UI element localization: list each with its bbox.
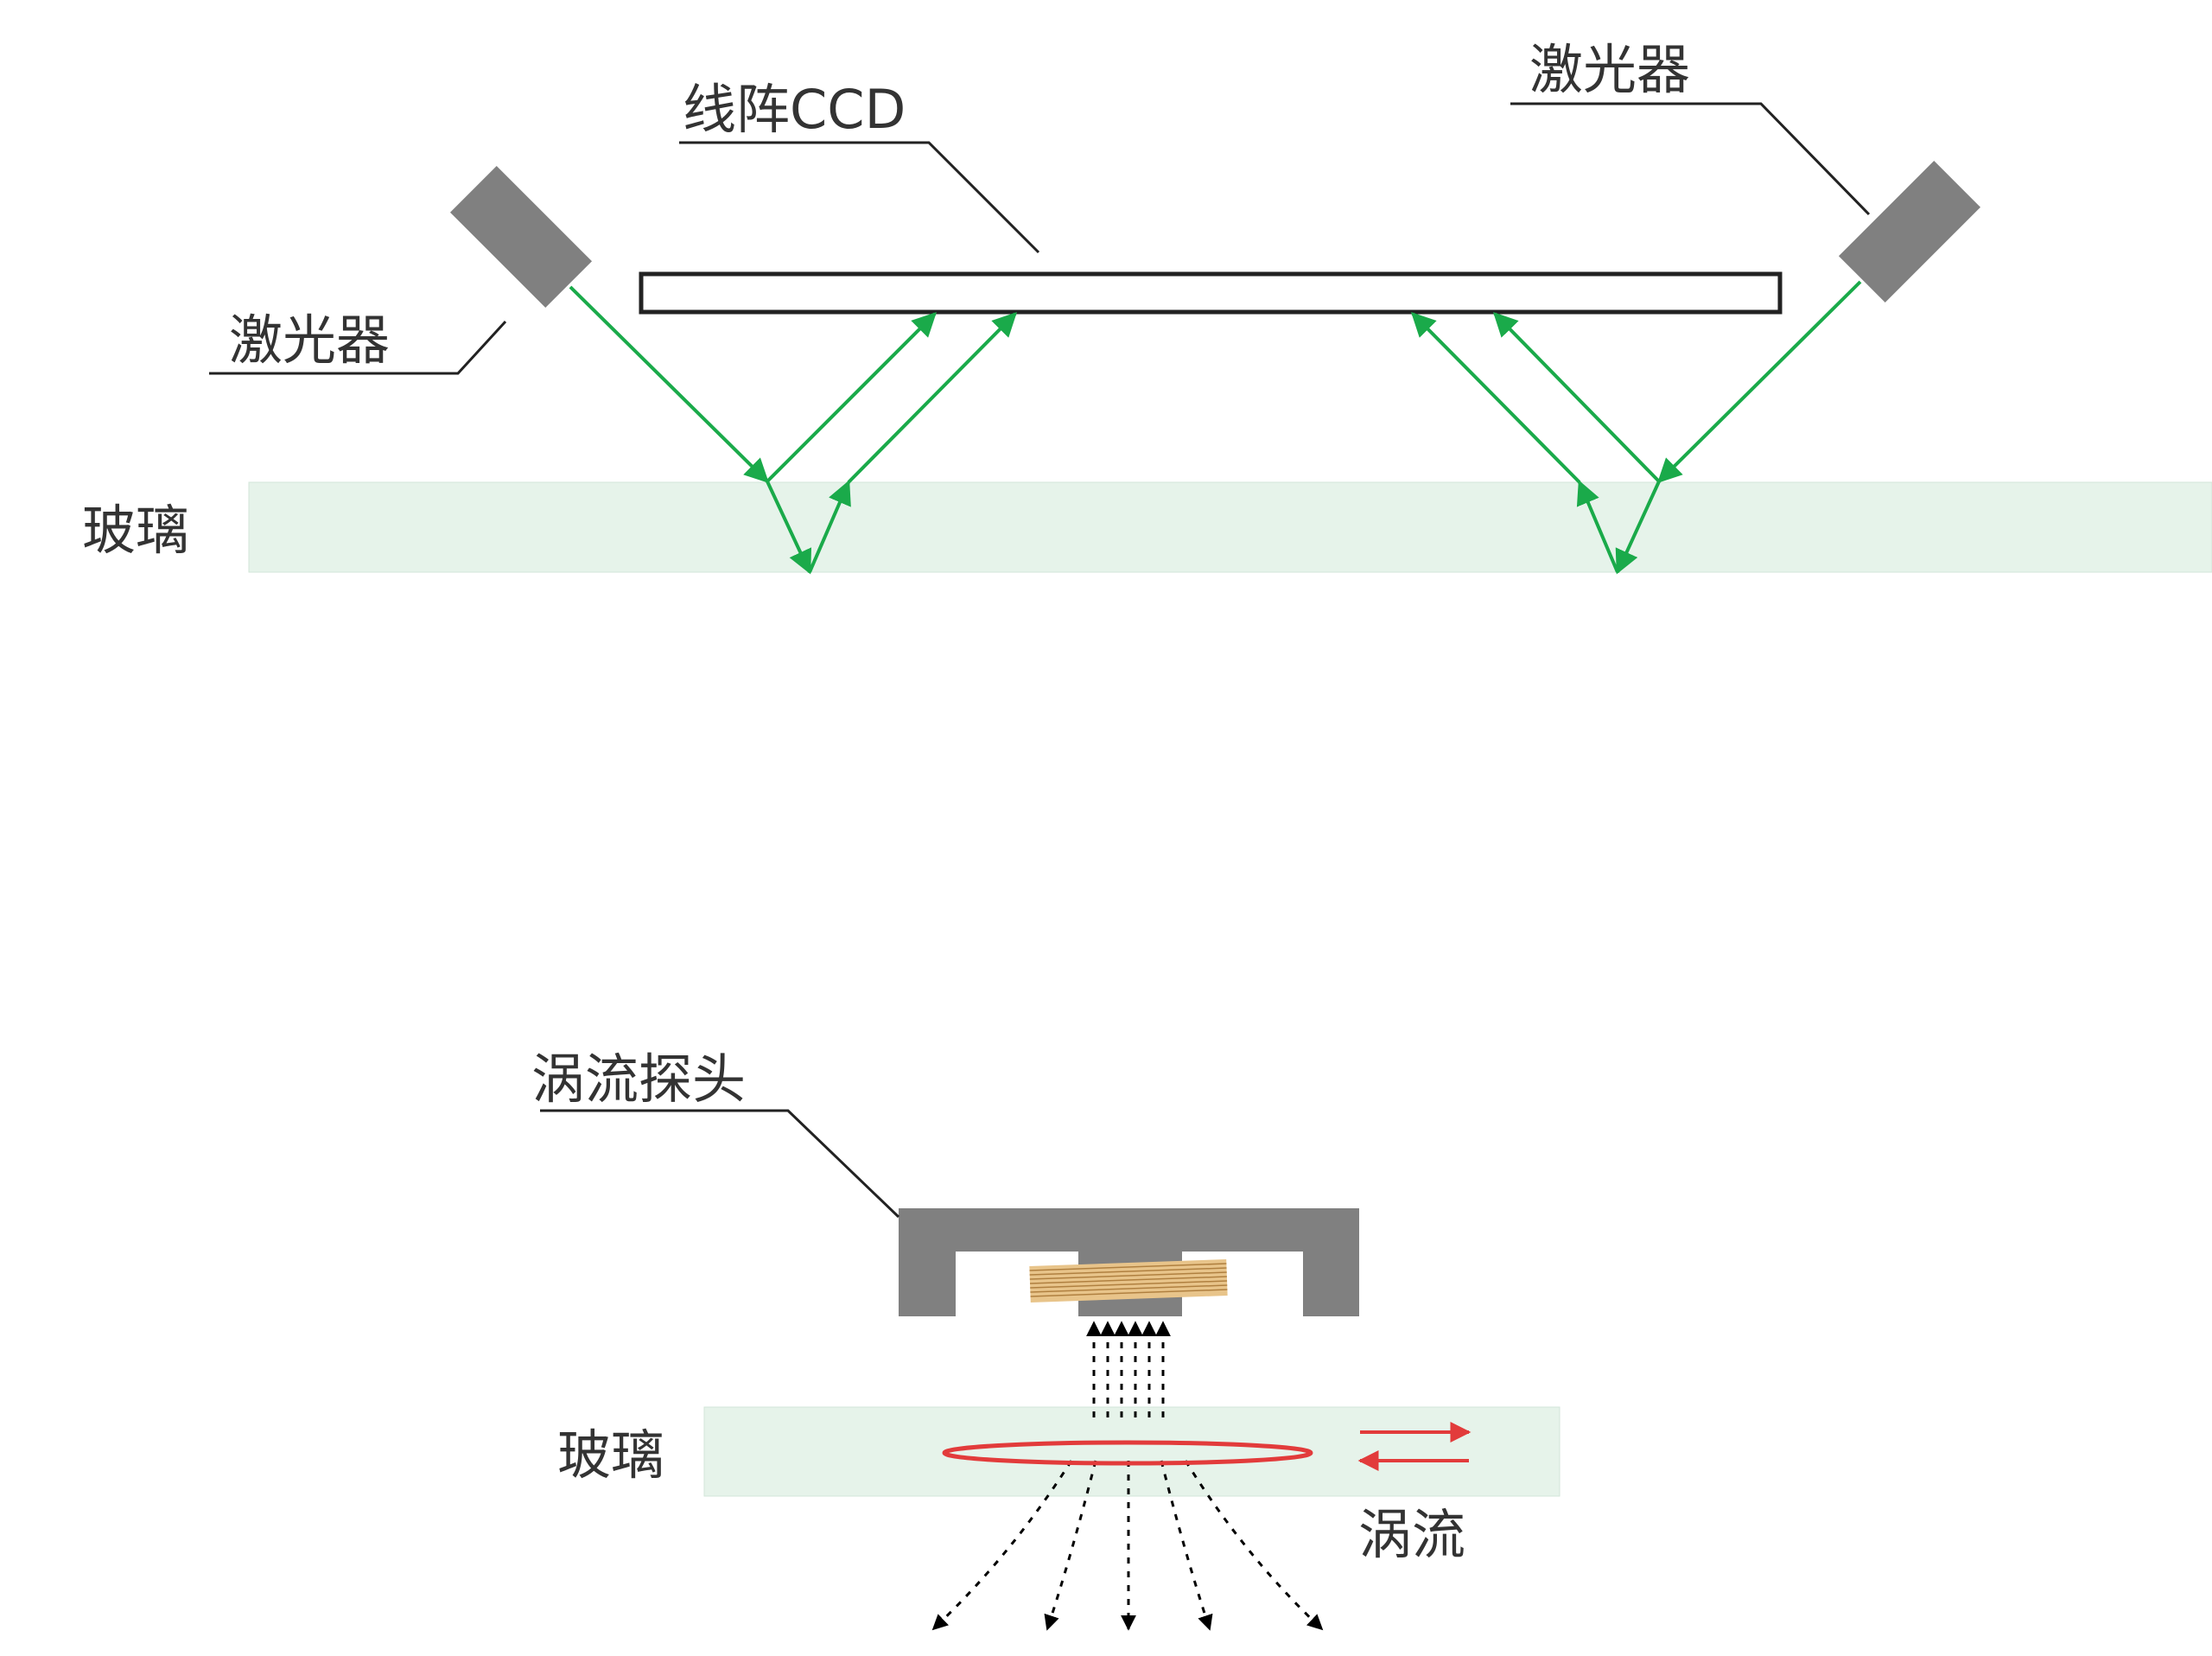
glass-label-bottom: 玻璃 xyxy=(557,1424,664,1487)
right-second-reflection xyxy=(1411,312,1581,484)
right-bottom-reflection-up xyxy=(1576,480,1619,573)
glass-label-top: 玻璃 xyxy=(82,499,189,562)
left-incident-beam xyxy=(569,285,769,483)
field-lines-down xyxy=(931,1460,1324,1631)
eddy-current-diagram: 玻璃 涡流探头 xyxy=(531,1048,1560,1631)
eddy-direction-arrows xyxy=(1357,1422,1471,1471)
laser-ccd-diagram: 玻璃 线阵CCD 激光器 激光器 xyxy=(82,38,2212,575)
linear-ccd-bar xyxy=(639,271,1783,315)
laser-left-body xyxy=(449,165,593,309)
right-beam-paths xyxy=(1411,280,1862,575)
left-refracted-beam xyxy=(766,481,812,575)
probe-coil xyxy=(1029,1259,1228,1303)
right-refracted-beam xyxy=(1615,481,1661,575)
field-lines-up xyxy=(1086,1321,1171,1417)
glass-strip-top xyxy=(248,481,2212,573)
right-incident-beam xyxy=(1657,280,1862,483)
left-surface-reflection xyxy=(766,312,937,483)
right-surface-reflection xyxy=(1493,311,1661,483)
probe-label: 涡流探头 xyxy=(531,1048,746,1111)
laser-left-leader-line xyxy=(209,320,507,375)
left-beam-paths xyxy=(569,285,1017,575)
left-second-reflection xyxy=(847,312,1017,484)
laser-left-label: 激光器 xyxy=(229,309,390,372)
laser-right-label: 激光器 xyxy=(1529,38,1690,101)
laser-right-body xyxy=(1838,160,1981,303)
laser-right-leader-line xyxy=(1510,102,1871,216)
eddy-probe-body xyxy=(899,1208,1359,1316)
glass-plate-bottom xyxy=(703,1406,1560,1497)
ccd-leader-line xyxy=(679,141,1040,254)
probe-leader-line xyxy=(540,1109,900,1219)
eddy-current-loop xyxy=(942,1440,1313,1466)
laser-right xyxy=(1838,160,1981,303)
laser-left xyxy=(449,165,593,309)
left-bottom-reflection-up xyxy=(808,480,851,573)
ccd-label: 线阵CCD xyxy=(683,78,906,141)
eddy-label: 涡流 xyxy=(1358,1503,1465,1566)
